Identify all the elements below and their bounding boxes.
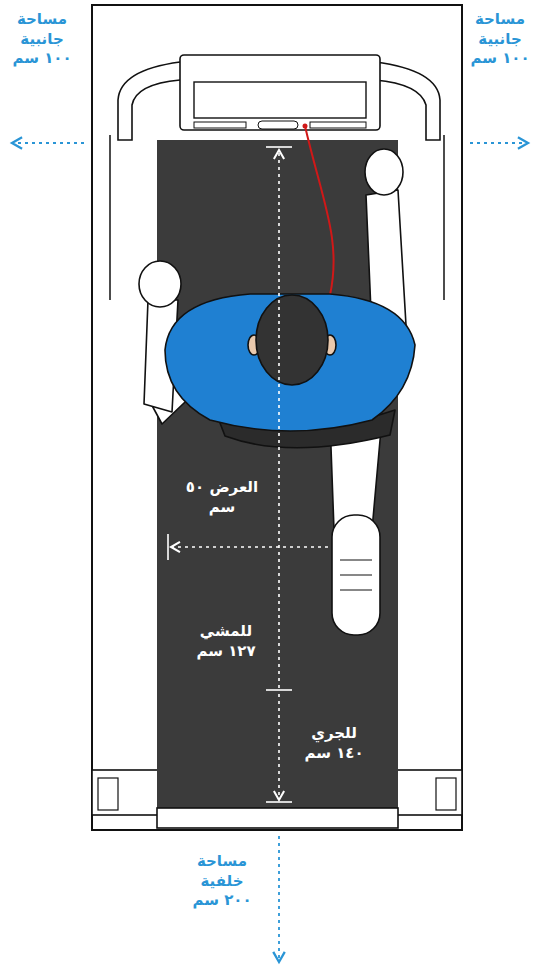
console xyxy=(180,55,380,130)
side-rail xyxy=(109,135,111,300)
width-dimension-text: العرض ٥٠ سم xyxy=(184,478,260,517)
side-clearance-label-text: مساحة جانبية ١٠٠ سم xyxy=(7,10,77,69)
running-length-dimension-text: للجري ١٤٠ سم xyxy=(296,724,372,763)
runner xyxy=(139,149,415,635)
dimension-lines xyxy=(168,147,328,802)
console-button xyxy=(258,121,298,129)
display xyxy=(194,82,366,118)
side-clearance-label: مساحة جانبية ١٠٠ سم xyxy=(7,10,77,69)
treadmill-frame xyxy=(92,5,462,830)
width-dimension: العرض ٥٠ سم xyxy=(184,478,260,517)
foot xyxy=(436,778,456,810)
console-button xyxy=(310,122,366,128)
walking-length-dimension-text: للمشي ١٢٧ سم xyxy=(186,622,266,661)
side-clearance-label-text: مساحة جانبية ١٠٠ سم xyxy=(467,10,533,69)
walking-length-dimension: للمشي ١٢٧ سم xyxy=(186,622,266,661)
rear-roller xyxy=(157,808,398,828)
rear-clearance-label: مساحة خلفية ٢٠٠ سم xyxy=(187,852,257,911)
clearance-arrows xyxy=(12,143,528,962)
belt xyxy=(157,140,398,808)
foot xyxy=(98,778,118,810)
running-length-dimension: للجري ١٤٠ سم xyxy=(296,724,372,763)
rear-clearance-label-text: مساحة خلفية ٢٠٠ سم xyxy=(187,852,257,911)
side-rail xyxy=(443,135,445,300)
side-clearance-label: مساحة جانبية ١٠٠ سم xyxy=(467,10,533,69)
safety-cord xyxy=(305,126,334,295)
console-button xyxy=(194,122,246,128)
